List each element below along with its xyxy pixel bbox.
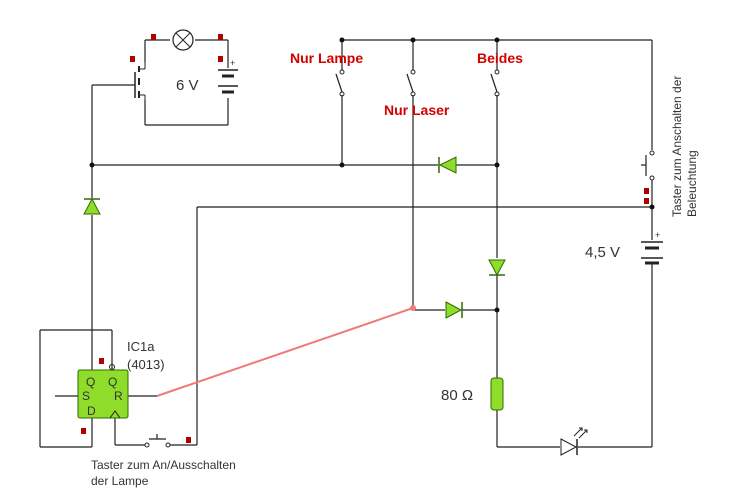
diode-right-vertical [488,259,506,277]
diode-laser [445,301,463,319]
label-beides: Beides [477,50,523,66]
push-button-beleuchtung[interactable] [641,150,655,194]
label-nur-lampe: Nur Lampe [290,50,363,66]
label-ic-part: (4013) [127,357,165,372]
switch-nur-lampe[interactable] [335,69,345,97]
ic-pin-r: R [114,389,123,403]
svg-text:+: + [230,58,235,68]
transistor-icon [134,62,146,100]
label-voltage-6v: 6 V [176,77,199,94]
ic-4013 [77,364,129,419]
led-icon [560,427,588,456]
resistor [490,377,504,411]
ic-pin-s: S [82,389,90,403]
switch-nur-laser[interactable] [406,69,416,97]
laser-wire [156,307,414,397]
ic-pin-q1: Q [86,375,95,389]
diode-horizontal-top [438,156,457,174]
label-taster-lampe-2: der Lampe [91,474,149,488]
wires [39,39,653,448]
battery-4-5v: + [641,230,663,265]
ic-pin-q2: Q [108,375,117,389]
lamp-icon [172,29,194,51]
push-button-lampe[interactable] [144,434,191,448]
label-nur-laser: Nur Laser [384,102,450,118]
ic-pin-d: D [87,404,96,418]
svg-text:+: + [655,230,660,240]
label-taster-lampe-1: Taster zum An/Ausschalten [91,458,236,472]
switch-beides[interactable] [490,69,500,97]
label-taster-bel-2: Beleuchtung [685,150,699,217]
diode-left-vertical [83,197,101,215]
label-voltage-45v: 4,5 V [585,244,620,261]
junctions [89,37,655,313]
connector-pins [81,34,649,434]
battery-6v: + [218,58,238,94]
label-ic-name: IC1a [127,339,155,354]
label-taster-bel-1: Taster zum Anschalten der [670,76,684,217]
label-resistor: 80 Ω [441,387,473,404]
